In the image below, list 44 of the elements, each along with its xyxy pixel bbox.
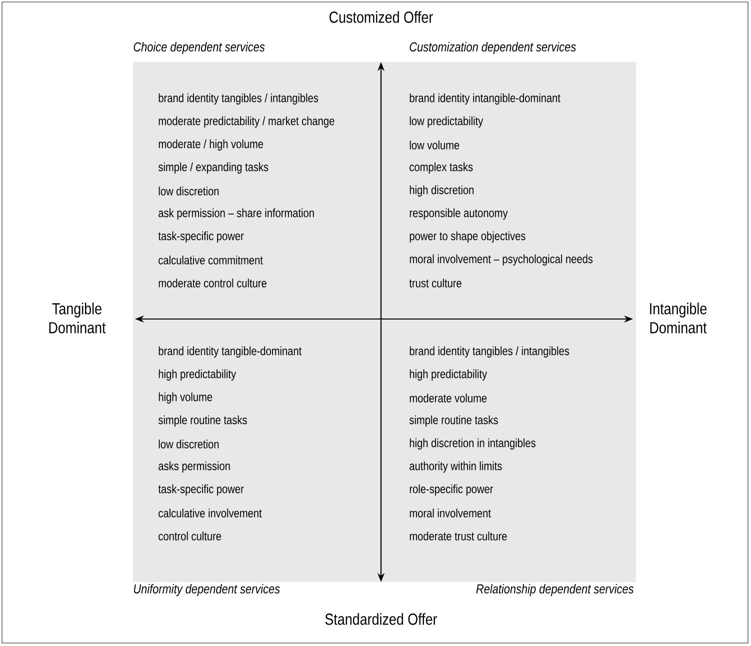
list-item: authority within limits xyxy=(410,461,502,473)
list-item: task-specific power xyxy=(158,484,244,496)
list-item: moderate predictability / market change xyxy=(158,116,334,128)
list-item: high discretion in intangibles xyxy=(410,438,536,450)
list-item: moderate control culture xyxy=(158,278,266,288)
axis-label: Intangible Dominant xyxy=(650,302,707,334)
list-item: low volume xyxy=(410,140,460,150)
list-item: brand identity tangibles / intangibles xyxy=(158,93,318,105)
quadrant-heading: Choice dependent services xyxy=(134,42,265,54)
list-item: moral involvement xyxy=(410,508,491,518)
list-item: brand identity intangible-dominant xyxy=(410,93,560,105)
list-item: low discretion xyxy=(158,186,219,196)
list-item: control culture xyxy=(158,532,222,540)
list-item: simple routine tasks xyxy=(410,415,498,427)
list-item: complex tasks xyxy=(410,162,473,174)
quadrant-heading: Relationship dependent services xyxy=(476,584,634,596)
list-item: responsible autonomy xyxy=(410,208,508,220)
list-item: high discretion xyxy=(410,185,474,197)
list-item: role-specific power xyxy=(410,484,494,496)
list-item: power to shape objectives xyxy=(410,231,526,243)
list-item: brand identity tangible-dominant xyxy=(158,346,302,358)
list-item: ask permission – share information xyxy=(158,208,314,220)
quadrant-heading: Uniformity dependent services xyxy=(134,584,280,596)
list-item: asks permission xyxy=(158,461,230,473)
list-item: simple / expanding tasks xyxy=(158,162,268,174)
list-item: trust culture xyxy=(409,278,462,288)
axis-label: Standardized Offer xyxy=(325,613,438,625)
axis-label: Customized Offer xyxy=(330,11,433,23)
list-item: low discretion xyxy=(158,440,219,448)
list-item: moderate trust culture xyxy=(410,532,507,540)
list-item: high predictability xyxy=(158,369,236,381)
list-item: high predictability xyxy=(410,369,488,381)
list-item: moderate volume xyxy=(410,394,487,402)
axis-label: Tangible Dominant xyxy=(49,302,106,334)
list-item: simple routine tasks xyxy=(158,415,247,427)
list-item: moral involvement – psychological needs xyxy=(410,254,593,266)
list-item: high volume xyxy=(158,392,212,404)
list-item: low predictability xyxy=(410,116,484,128)
list-item: task-specific power xyxy=(158,231,244,243)
list-item: brand identity tangibles / intangibles xyxy=(410,346,570,358)
list-item: calculative involvement xyxy=(158,508,262,518)
list-item: calculative commitment xyxy=(158,256,263,264)
list-item: moderate / high volume xyxy=(158,139,264,151)
quadrant-heading: Customization dependent services xyxy=(410,42,576,54)
